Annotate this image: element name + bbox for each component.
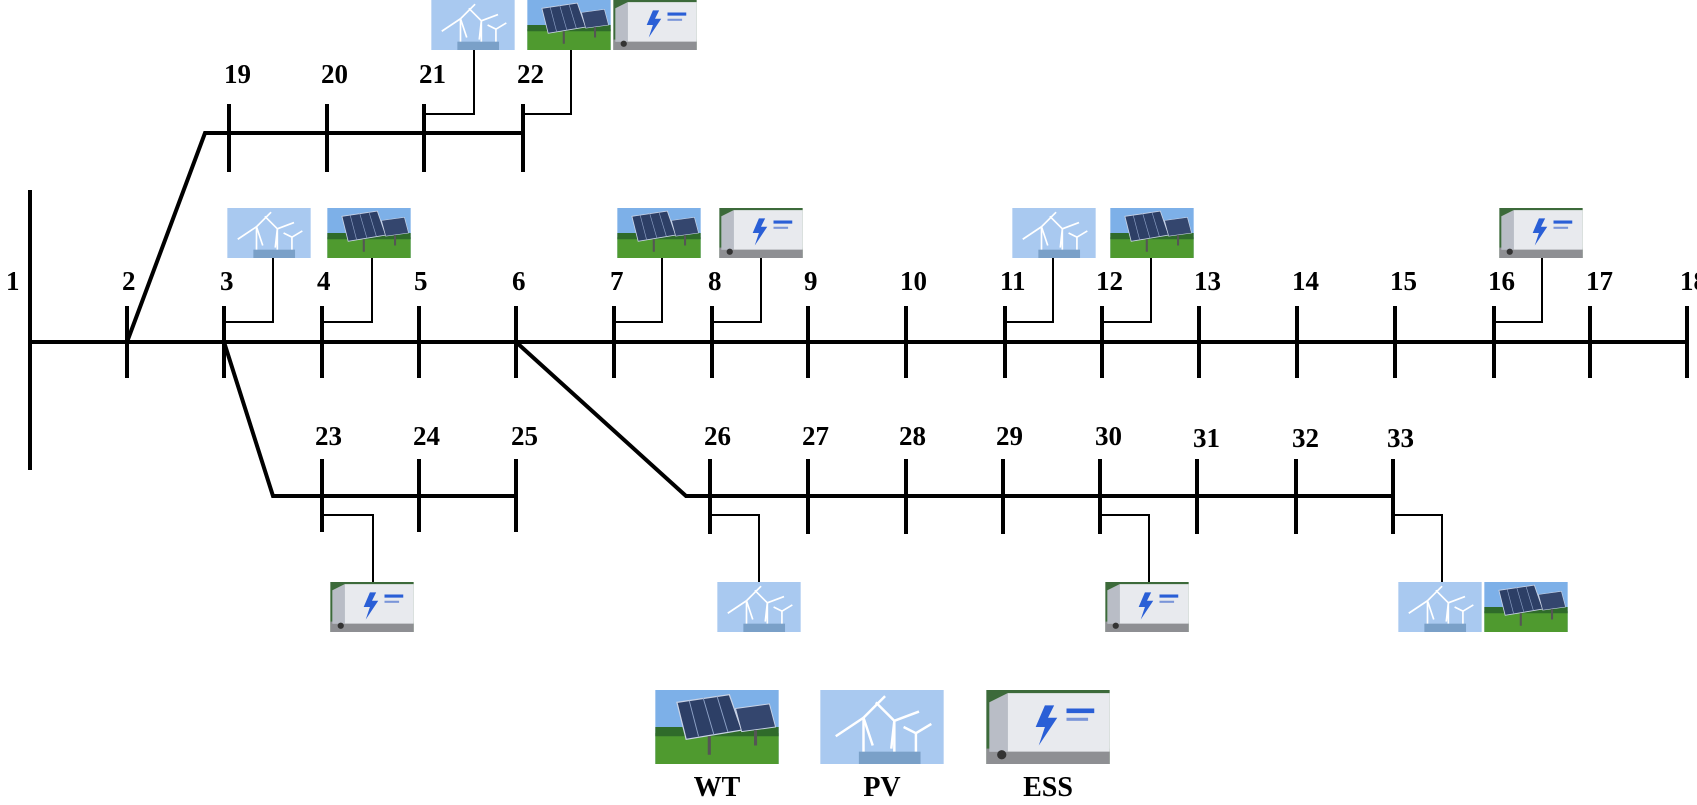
feeder-lines	[30, 131, 1687, 498]
bus-label-21: 21	[419, 59, 446, 89]
legend-label-ess: ESS	[1023, 772, 1073, 803]
bus-bars	[28, 104, 1689, 534]
bus-label-28: 28	[899, 421, 926, 451]
wind-icon	[226, 208, 312, 258]
solar-icon	[1109, 208, 1195, 258]
legend-wind-icon	[819, 690, 945, 764]
bus-label-27: 27	[802, 421, 829, 451]
bus-label-8: 8	[708, 266, 722, 296]
bus-label-2: 2	[122, 266, 136, 296]
legend-label-pv: PV	[863, 772, 900, 803]
solar-icon	[1483, 582, 1569, 632]
lateral-26-33-line	[514, 340, 1393, 498]
lateral-23-25-line	[222, 341, 516, 498]
bus-label-14: 14	[1292, 266, 1319, 296]
connection-bus-30	[1100, 514, 1150, 582]
connection-bus-21	[424, 50, 475, 115]
storage-icon	[1105, 582, 1189, 632]
solar-icon	[526, 0, 612, 50]
connection-bus-22	[523, 50, 572, 115]
connection-bus-4	[322, 258, 373, 323]
bus-label-4: 4	[317, 266, 331, 296]
bus-label-1: 1	[6, 266, 20, 296]
bus-label-11: 11	[1000, 266, 1026, 296]
connection-bus-11	[1005, 258, 1054, 323]
wind-icon	[430, 0, 516, 50]
bus-label-19: 19	[224, 59, 251, 89]
bus-label-33: 33	[1387, 423, 1414, 453]
bus-label-32: 32	[1292, 423, 1319, 453]
legend-label-wt: WT	[694, 772, 741, 803]
wind-icon	[716, 582, 802, 632]
legend-solar-icon	[654, 690, 780, 764]
legend-storage-icon	[986, 690, 1110, 764]
legend: WT PV ESS	[654, 690, 1110, 803]
bus-label-9: 9	[804, 266, 818, 296]
connection-bus-26	[710, 514, 760, 582]
bus-label-7: 7	[610, 266, 624, 296]
storage-icon	[330, 582, 414, 632]
bus-label-12: 12	[1096, 266, 1123, 296]
solar-icon	[326, 208, 412, 258]
bus-label-22: 22	[517, 59, 544, 89]
bus-label-24: 24	[413, 421, 440, 451]
bus-label-25: 25	[511, 421, 538, 451]
bus-label-6: 6	[512, 266, 526, 296]
connection-bus-23	[322, 514, 374, 582]
bus-label-15: 15	[1390, 266, 1417, 296]
connection-bus-7	[614, 258, 663, 323]
connection-bus-12	[1102, 258, 1152, 323]
bus-label-29: 29	[996, 421, 1023, 451]
connection-bus-8	[712, 258, 762, 323]
lateral-19-22-line	[125, 131, 523, 343]
bus-label-13: 13	[1194, 266, 1221, 296]
bus-label-10: 10	[900, 266, 927, 296]
solar-icon	[616, 208, 702, 258]
connection-bus-33	[1393, 514, 1443, 582]
wind-icon	[1011, 208, 1097, 258]
bus-label-20: 20	[321, 59, 348, 89]
wind-icon	[1397, 582, 1483, 632]
bus-label-16: 16	[1488, 266, 1515, 296]
bus-label-3: 3	[220, 266, 234, 296]
bus-label-31: 31	[1193, 423, 1220, 453]
bus-label-26: 26	[704, 421, 731, 451]
bus-label-30: 30	[1095, 421, 1122, 451]
bus-label-23: 23	[315, 421, 342, 451]
bus-label-17: 17	[1586, 266, 1613, 296]
storage-icon	[1499, 208, 1583, 258]
bus-labels: 1234567891011121314151617181920212223242…	[6, 59, 1697, 453]
connection-bus-3	[224, 258, 274, 323]
unit-connections	[224, 50, 1543, 582]
bus-label-5: 5	[414, 266, 428, 296]
connection-bus-16	[1494, 258, 1543, 323]
storage-icon	[613, 0, 697, 50]
bus-label-18: 18	[1680, 266, 1697, 296]
storage-icon	[719, 208, 803, 258]
